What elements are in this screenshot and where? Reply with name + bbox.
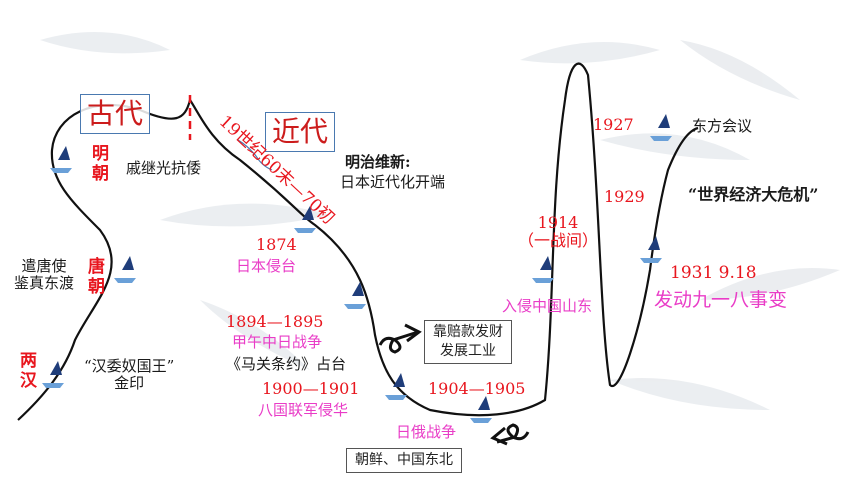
han-event-label: “汉委奴国王” 金印 <box>84 357 175 393</box>
ship-icon <box>640 236 662 263</box>
year-1914: 1914 （一战间） <box>518 213 599 251</box>
year-1929: 1929 <box>604 187 645 206</box>
bamboo-leaves-decoration <box>40 32 840 410</box>
modern-era-box: 近代 <box>265 112 336 152</box>
event-1914: 入侵中国山东 <box>502 297 593 315</box>
korea-box: 朝鲜、中国东北 <box>346 448 462 473</box>
curly-arrow-indemnity <box>378 330 419 354</box>
year-1904: 1904—1905 <box>428 379 526 398</box>
ming-event-label: 戚继光抗倭 <box>126 159 202 177</box>
tang-event-label: 遣唐使 鉴真东渡 <box>14 257 75 293</box>
ship-icon <box>532 256 554 283</box>
ming-dynasty-label: 明 朝 <box>92 144 109 184</box>
ship-icon <box>114 256 136 283</box>
curly-arrow-korea <box>496 423 530 444</box>
treaty-label: 《马关条约》占台 <box>226 355 347 373</box>
event-1900: 八国联军侵华 <box>258 401 349 419</box>
ship-icon <box>344 282 366 309</box>
ship-icon <box>650 114 672 141</box>
ship-icon <box>50 146 72 173</box>
year-1900: 1900—1901 <box>262 379 360 398</box>
ship-icon <box>294 206 316 233</box>
ship-icon <box>385 373 407 400</box>
year-1894: 1894—1895 <box>226 312 324 331</box>
tang-dynasty-label: 唐 朝 <box>88 257 105 297</box>
event-1931: 发动九一八事变 <box>654 289 788 311</box>
ancient-era-box: 古代 <box>80 94 151 134</box>
year-1931: 1931 9.18 <box>670 263 757 283</box>
ship-markers <box>42 114 672 423</box>
ship-icon <box>470 396 492 423</box>
meiji-desc: 日本近代化开端 <box>340 173 446 191</box>
event-1927: 东方会议 <box>692 117 753 135</box>
event-1874: 日本侵台 <box>236 257 297 275</box>
year-1874: 1874 <box>256 235 297 254</box>
ship-icon <box>42 361 64 388</box>
han-dynasty-label: 两 汉 <box>20 351 37 391</box>
meiji-title: 明治维新: <box>345 153 411 171</box>
event-1904: 日俄战争 <box>396 423 457 441</box>
event-1929: “世界经济大危机” <box>688 185 819 204</box>
event-1894: 甲午中日战争 <box>232 333 323 351</box>
brace <box>237 139 273 171</box>
curly-arrow-korea-head <box>490 426 508 446</box>
indemnity-box: 靠赔款发财 发展工业 <box>424 320 512 364</box>
curly-arrow-indemnity-head <box>404 323 422 343</box>
year-1927: 1927 <box>593 115 634 134</box>
